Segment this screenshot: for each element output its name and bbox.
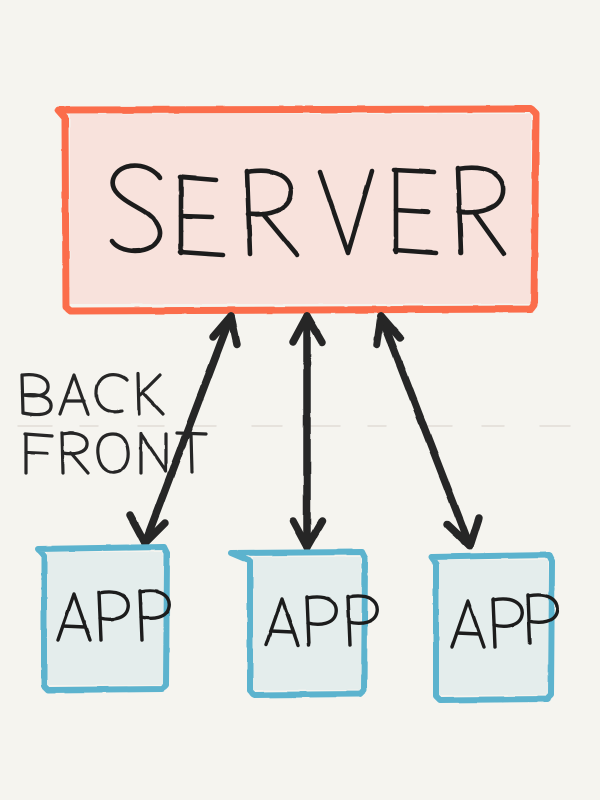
- back-text: BACK: [68, 385, 112, 404]
- app-text-2: APP: [292, 615, 323, 634]
- app-label-3: [450, 593, 559, 649]
- server-label: [109, 163, 507, 258]
- server-text: SERVER: [269, 200, 332, 219]
- app-label-1: [56, 589, 171, 642]
- server-to-app-3-arrow[interactable]: [373, 312, 483, 550]
- front-label: [23, 431, 208, 475]
- app-box-1-outline: [35, 544, 170, 693]
- connector-group: [126, 312, 483, 551]
- app-text-3: APP: [478, 617, 509, 636]
- app-label-2: [264, 594, 379, 647]
- server-node[interactable]: [54, 105, 540, 315]
- server-box-fill: [70, 114, 531, 304]
- front-text: FRONT: [78, 445, 133, 464]
- app-text-1: APP: [90, 610, 121, 629]
- server-to-app-2-arrow[interactable]: [289, 312, 326, 551]
- app-box-2-outline: [228, 549, 368, 698]
- server-to-app-1-arrow[interactable]: [126, 312, 241, 547]
- back-label: [20, 372, 165, 417]
- app-box-3-outline: [428, 552, 555, 703]
- server-box-outline: [54, 105, 540, 315]
